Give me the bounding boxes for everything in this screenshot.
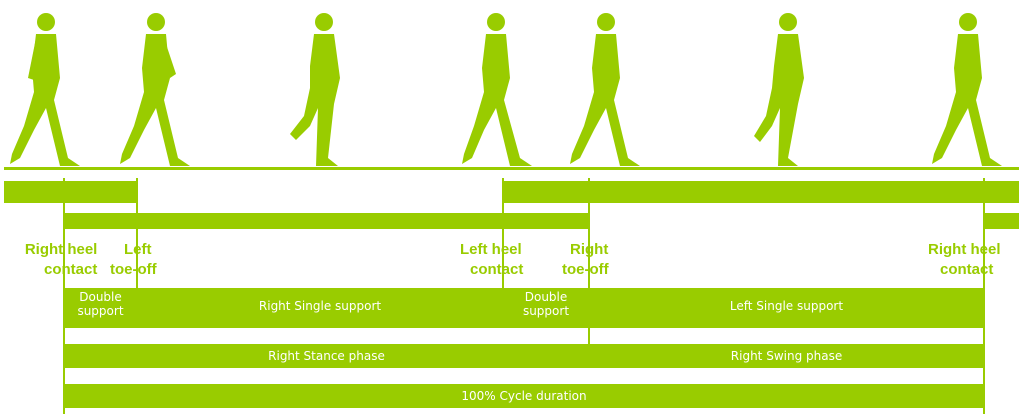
double-support-label-2: Double support: [522, 290, 570, 318]
left-foot-bar-2: [984, 213, 1019, 229]
marker-right-heel-1: [63, 178, 65, 414]
walking-figure-5: [570, 13, 640, 166]
right-stance-phase-label: Right Stance phase: [268, 349, 385, 363]
label-right-toe-off: Right toe-off: [562, 241, 609, 278]
right-foot-bar-2: [503, 181, 1019, 203]
double-support-label-1: Double support: [77, 290, 124, 318]
label-right-heel-contact-2: Right heel contact: [928, 241, 1001, 278]
walking-figure-6: [754, 13, 804, 166]
left-foot-bar-1: [64, 213, 588, 229]
walking-figure-1: [10, 13, 80, 166]
right-single-support-bar: [138, 288, 502, 328]
marker-right-toe-off: [588, 178, 590, 368]
walking-figure-4: [462, 13, 532, 166]
right-swing-phase-bar: [590, 344, 983, 368]
marker-left-heel: [502, 178, 504, 328]
right-foot-bar-1: [4, 181, 136, 203]
walking-figure-2: [120, 13, 190, 166]
walking-figure-7: [932, 13, 1002, 166]
left-single-support-bar: [590, 288, 983, 328]
ground-line: [4, 167, 1019, 170]
left-single-support-label: Left Single support: [729, 299, 844, 313]
marker-right-heel-2: [983, 178, 985, 414]
double-support-bar-2: [504, 288, 588, 328]
double-support-bar-1: [65, 288, 136, 328]
right-swing-phase-label: Right Swing phase: [730, 349, 843, 363]
cycle-duration-label: 100% Cycle duration: [461, 389, 587, 403]
label-left-heel-contact: Left heel contact: [460, 241, 524, 278]
label-left-toe-off: Left toe-off: [110, 241, 157, 278]
cycle-duration-bar: [65, 384, 983, 408]
right-stance-phase-bar: [65, 344, 588, 368]
label-right-heel-contact-1: Right heel contact: [24, 241, 98, 278]
marker-left-toe-off: [136, 178, 138, 328]
walking-figure-3: [290, 13, 340, 166]
right-single-support-label: Right Single support: [258, 299, 382, 313]
